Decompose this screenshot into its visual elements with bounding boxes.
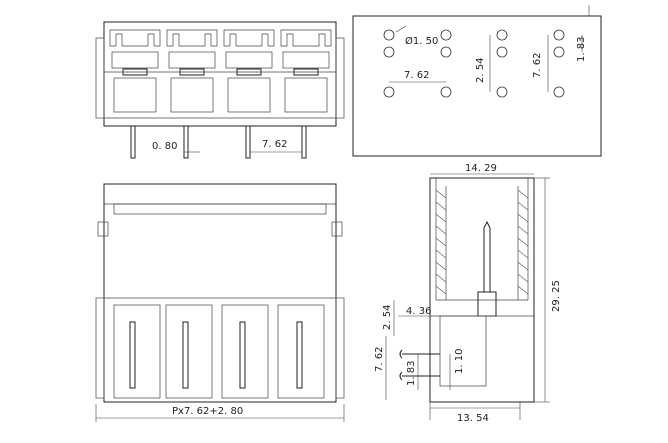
hole bbox=[496, 46, 508, 58]
cell-4 bbox=[280, 29, 332, 113]
top-view bbox=[95, 183, 345, 422]
front-cells bbox=[109, 29, 332, 113]
dim-side-width-bottom: 13. 54 bbox=[457, 413, 489, 424]
hole bbox=[440, 86, 452, 98]
pcb-holes bbox=[383, 29, 565, 98]
cell-1 bbox=[109, 29, 161, 113]
hole bbox=[383, 46, 395, 58]
dim-7-62: 7. 62 bbox=[374, 347, 385, 372]
hole bbox=[496, 29, 508, 41]
dim-row-offset: 2. 54 bbox=[475, 58, 486, 83]
dim-pin-width: 0. 80 bbox=[152, 141, 177, 152]
pcb-layout-view bbox=[352, 5, 602, 157]
dim-1-83: 1. 83 bbox=[406, 361, 417, 386]
top-slots bbox=[113, 304, 325, 399]
cell-3 bbox=[223, 29, 275, 113]
hole bbox=[440, 29, 452, 41]
hole bbox=[553, 86, 565, 98]
hole bbox=[553, 29, 565, 41]
dim-side-width-top: 14. 29 bbox=[465, 163, 497, 174]
dim-total-width: Px7. 62+2. 80 bbox=[172, 406, 243, 417]
dim-hole-diameter: Ø1. 50 bbox=[405, 35, 438, 47]
hole bbox=[496, 86, 508, 98]
dim-side-height: 29. 25 bbox=[551, 280, 562, 312]
dim-pcb-pitch-horizontal: 7. 62 bbox=[404, 70, 429, 81]
hole bbox=[553, 46, 565, 58]
side-hatch-left bbox=[435, 189, 447, 295]
dim-1-10: 1. 10 bbox=[454, 349, 465, 374]
side-view bbox=[385, 173, 550, 420]
dim-pcb-pitch-vertical: 7. 62 bbox=[532, 53, 543, 78]
front-pins bbox=[130, 125, 307, 159]
hole bbox=[383, 29, 395, 41]
hole bbox=[383, 86, 395, 98]
front-view bbox=[95, 21, 345, 159]
dim-2-54: 2. 54 bbox=[382, 305, 393, 330]
dim-front-pitch: 7. 62 bbox=[262, 139, 287, 150]
dim-4-36: 4. 36 bbox=[406, 306, 431, 317]
cell-2 bbox=[166, 29, 218, 113]
hole bbox=[440, 46, 452, 58]
side-hatch-right bbox=[517, 189, 529, 295]
dim-offset-small: 1. 83 bbox=[576, 37, 587, 62]
